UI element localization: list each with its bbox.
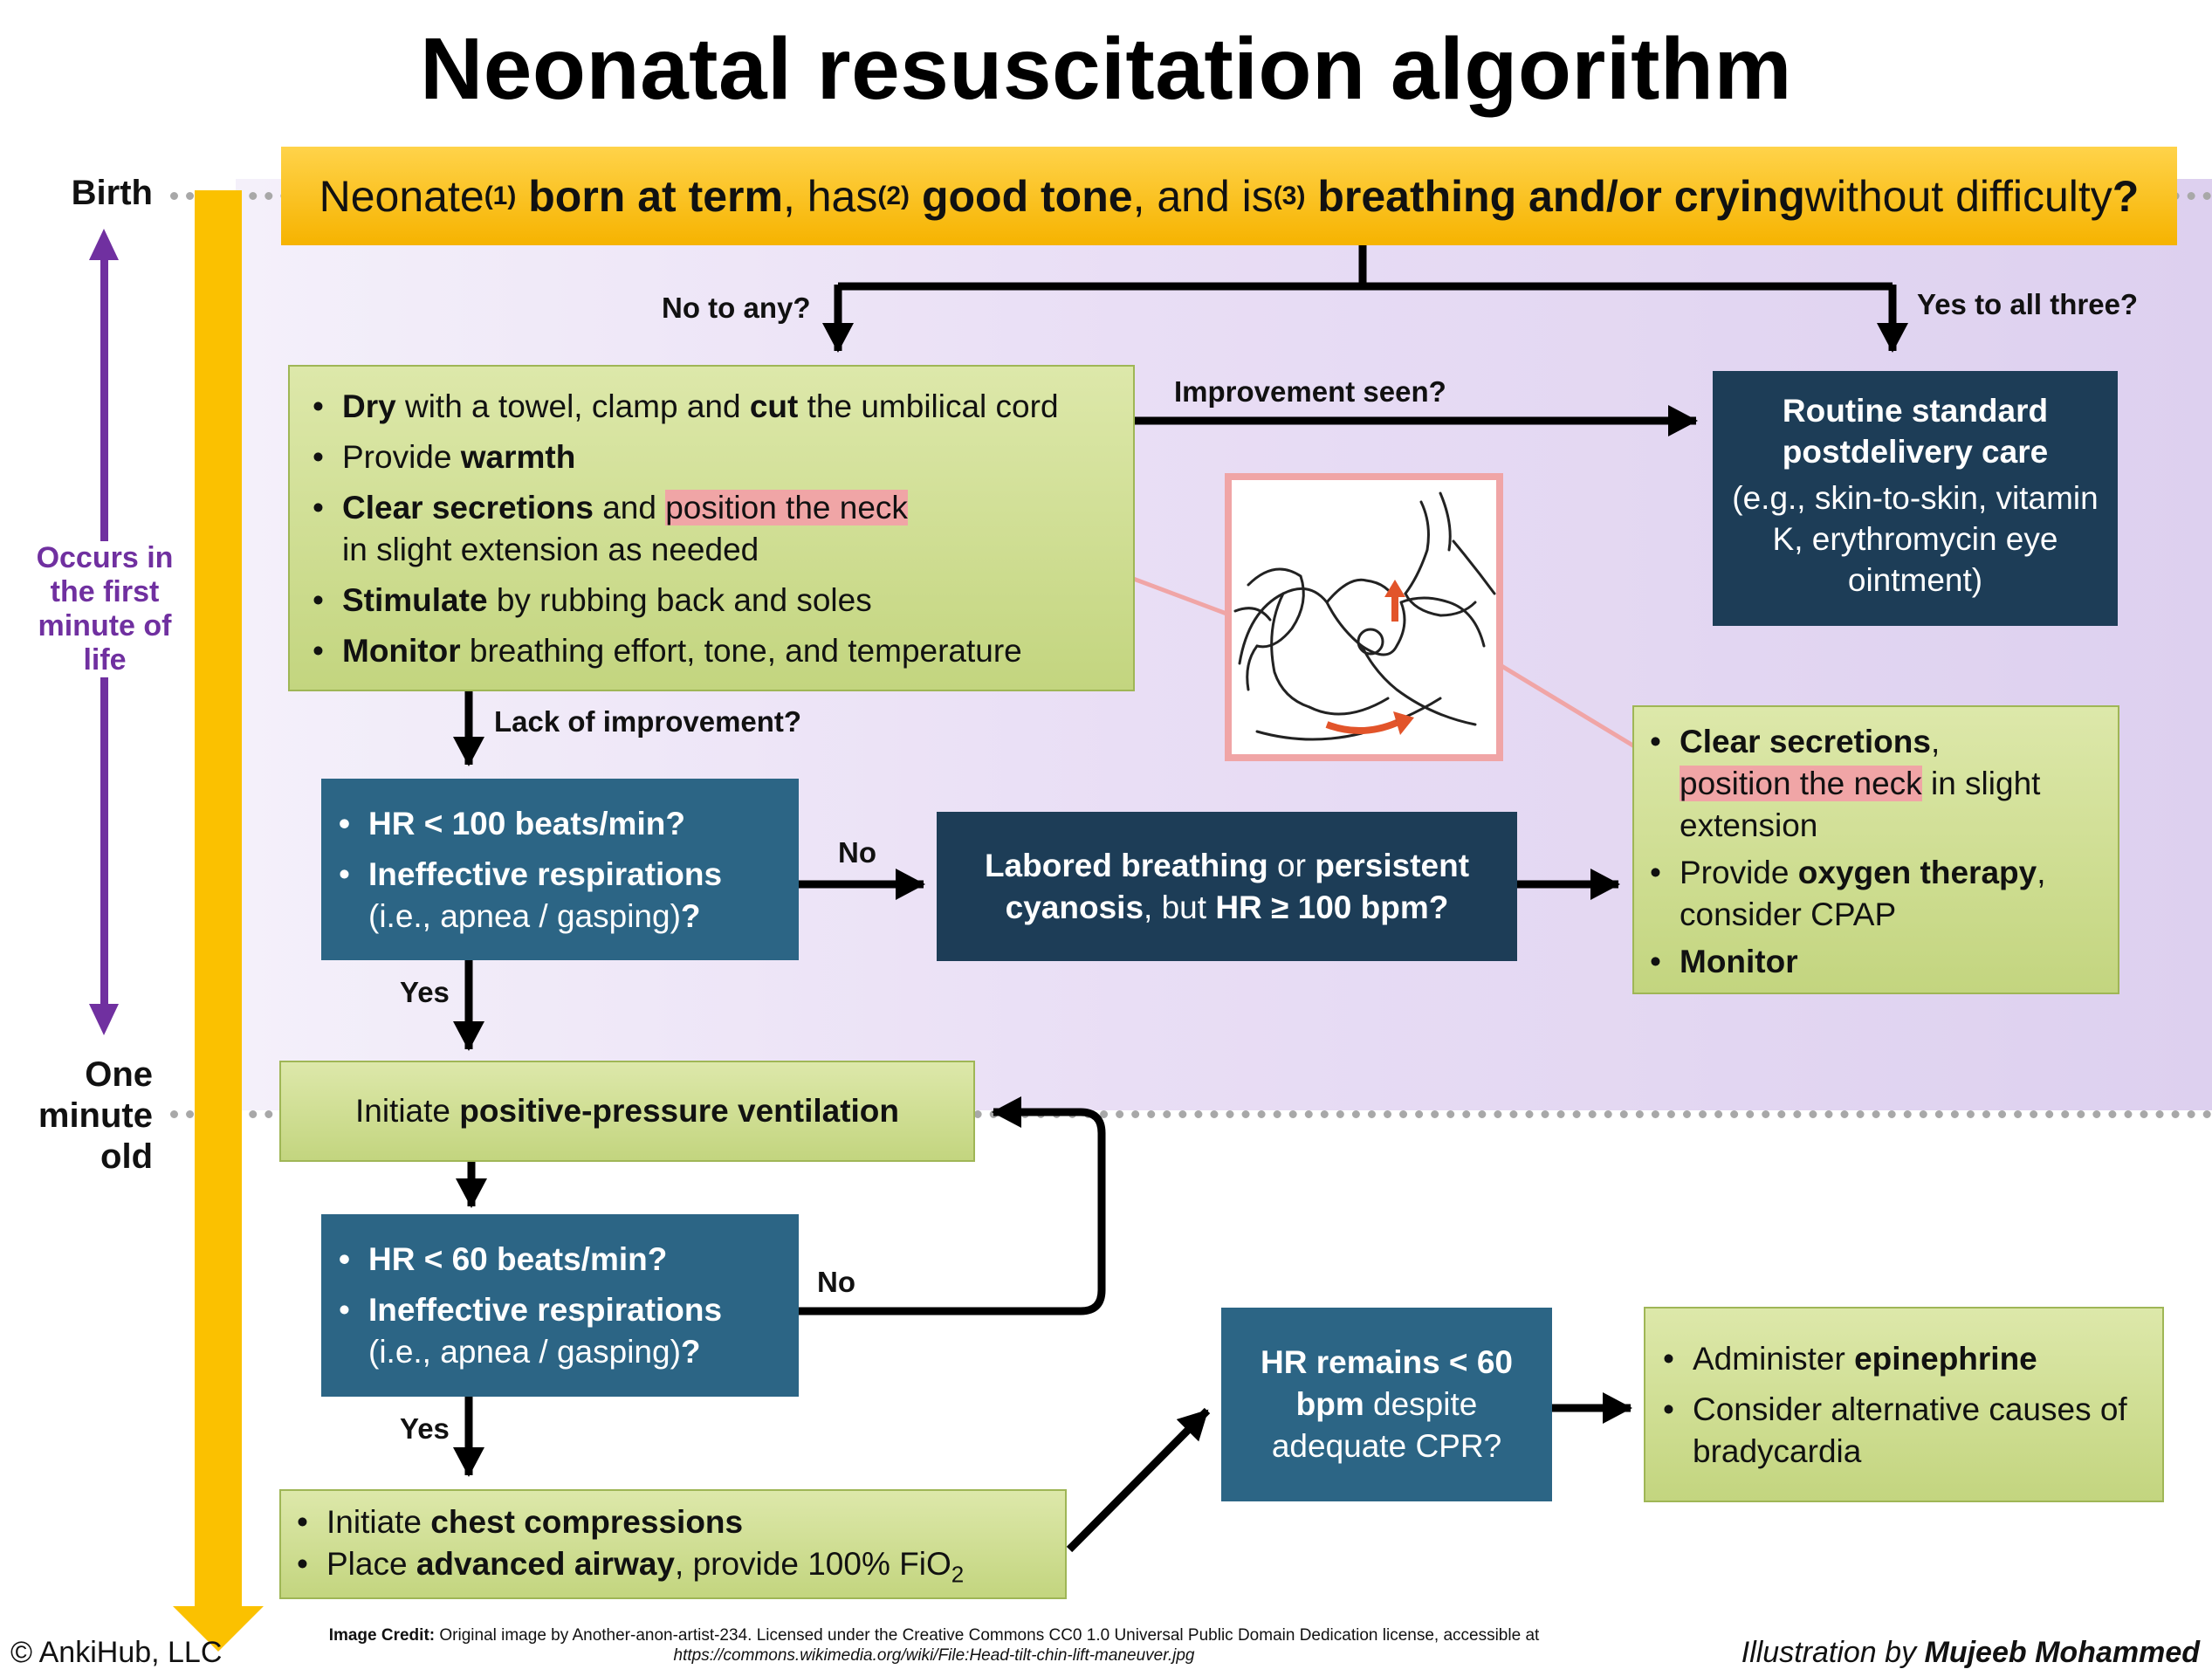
span-arrow-up-icon — [89, 229, 119, 260]
neck-position-highlight-2: position the neck — [1680, 766, 1922, 801]
label-improvement-seen: Improvement seen? — [1174, 375, 1446, 408]
timeline-arrowhead — [173, 1606, 264, 1652]
hr-under-100-box: HR < 100 beats/min? Ineffective respirat… — [321, 779, 799, 960]
routine-care-box: Routine standard postdelivery care (e.g.… — [1713, 371, 2118, 626]
airway-step: Place advanced airway, provide 100% FiO2 — [286, 1543, 1058, 1595]
hr100-respirations: Ineffective respirations(i.e., apnea / g… — [328, 854, 792, 938]
hr60-question: HR < 60 beats/min? — [328, 1239, 792, 1281]
neck-position-highlight: position the neck — [665, 490, 908, 525]
image-credit: Image Credit: Original image by Another-… — [328, 1626, 1540, 1665]
oxygen-therapy-box: Clear secretions,position the neck in sl… — [1632, 705, 2119, 994]
label-lack-of-improvement: Lack of improvement? — [494, 705, 802, 738]
oxygen-step-clear: Clear secretions,position the neck in sl… — [1639, 721, 2111, 847]
page-title: Neonatal resuscitation algorithm — [420, 20, 1792, 118]
initial-step-dry: Dry with a towel, clamp and cut the umbi… — [302, 386, 1123, 428]
compressions-step: Initiate chest compressions — [286, 1501, 1058, 1543]
epinephrine-box: Administer epinephrine Consider alternat… — [1644, 1307, 2164, 1502]
initial-steps-box: Dry with a towel, clamp and cut the umbi… — [288, 365, 1135, 691]
label-yes-hr60: Yes — [400, 1412, 450, 1445]
credit-link[interactable]: https://commons.wikimedia.org/wiki/File:… — [673, 1646, 1195, 1665]
label-yes-hr100: Yes — [400, 976, 450, 1008]
birth-label: Birth — [71, 174, 153, 212]
hr-remains-box: HR remains < 60 bpm despite adequate CPR… — [1221, 1308, 1552, 1501]
initial-step-warmth: Provide warmth — [302, 436, 1123, 478]
chest-compressions-box: Initiate chest compressions Place advanc… — [279, 1489, 1067, 1599]
one-minute-dotted-line — [170, 1110, 2212, 1118]
label-yes-to-all: Yes to all three? — [1917, 288, 2139, 320]
hr60-respirations: Ineffective respirations(i.e., apnea / g… — [328, 1289, 792, 1373]
hr-under-60-box: HR < 60 beats/min? Ineffective respirati… — [321, 1214, 799, 1397]
epinephrine-step: Administer epinephrine — [1652, 1338, 2155, 1380]
one-minute-label: One minute old — [38, 1055, 153, 1176]
first-minute-label: Occurs in the first minute of life — [35, 541, 175, 677]
head-tilt-chin-lift-illustration — [1225, 473, 1503, 761]
oxygen-step-provide: Provide oxygen therapy, consider CPAP — [1639, 852, 2111, 936]
label-no-hr100: No — [838, 836, 876, 869]
initial-assessment-question: Neonate (1) born at term, has (2) good t… — [281, 147, 2177, 245]
hr100-question: HR < 100 beats/min? — [328, 803, 792, 845]
initial-step-monitor: Monitor breathing effort, tone, and temp… — [302, 630, 1123, 672]
copyright: © AnkiHub, LLC — [10, 1636, 223, 1669]
oxygen-step-monitor: Monitor — [1639, 941, 2111, 983]
alternative-causes-step: Consider alternative causes of bradycard… — [1652, 1389, 2155, 1473]
initial-step-stimulate: Stimulate by rubbing back and soles — [302, 580, 1123, 622]
labored-breathing-box: Labored breathing or persistent cyanosis… — [937, 812, 1517, 961]
illustrator-credit: Illustration by Mujeeb Mohammed — [1741, 1636, 2200, 1669]
span-arrow-down-icon — [89, 1004, 119, 1035]
ppv-box: Initiate positive-pressure ventilation — [279, 1061, 975, 1162]
label-no-hr60: No — [817, 1266, 855, 1298]
label-no-to-any: No to any? — [662, 292, 811, 324]
initial-step-clear: Clear secretions and position the neckin… — [302, 487, 1123, 571]
timeline-bar — [195, 190, 242, 1613]
